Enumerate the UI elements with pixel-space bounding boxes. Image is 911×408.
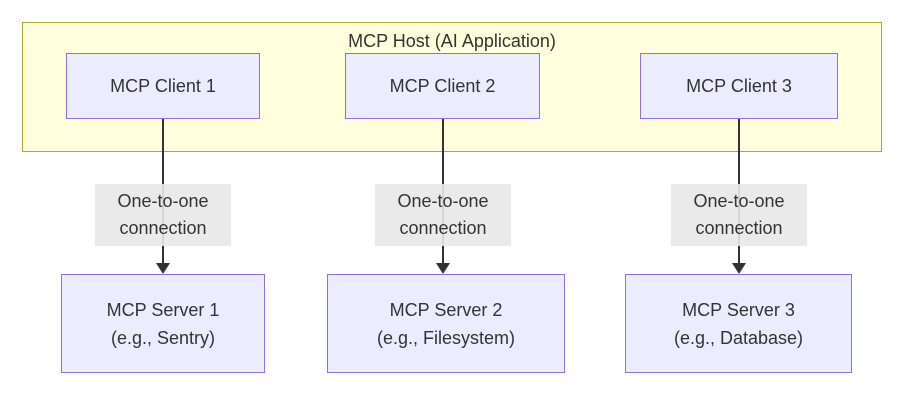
edge-label-line1: One-to-one <box>693 191 785 211</box>
edge-label-client1-server1: One-to-one connection <box>95 184 231 246</box>
node-mcp-server-1: MCP Server 1 (e.g., Sentry) <box>61 274 265 373</box>
node-mcp-client-3: MCP Client 3 <box>640 53 838 119</box>
node-mcp-client-2: MCP Client 2 <box>345 53 540 119</box>
node-mcp-server-2: MCP Server 2 (e.g., Filesystem) <box>327 274 565 373</box>
node-subtitle: (e.g., Filesystem) <box>376 327 516 348</box>
node-label: MCP Client 2 <box>389 76 496 96</box>
node-title: MCP Server 1 <box>106 299 220 320</box>
node-mcp-client-1: MCP Client 1 <box>66 53 260 119</box>
edge-label-line2: connection <box>399 218 487 238</box>
mcp-host-label: MCP Host (AI Application) <box>348 31 556 51</box>
edge-label-line2: connection <box>119 218 207 238</box>
node-subtitle: (e.g., Sentry) <box>110 327 216 348</box>
arrowhead-client2-server2 <box>436 263 450 274</box>
node-title: MCP Server 3 <box>682 299 795 320</box>
arrowhead-client3-server3 <box>732 263 746 274</box>
edge-label-line1: One-to-one <box>397 191 489 211</box>
node-label: MCP Client 3 <box>686 76 792 96</box>
edge-label-client2-server2: One-to-one connection <box>375 184 511 246</box>
node-mcp-server-3: MCP Server 3 (e.g., Database) <box>625 274 852 373</box>
edge-label-client3-server3: One-to-one connection <box>671 184 807 246</box>
arrowhead-client1-server1 <box>156 263 170 274</box>
node-subtitle: (e.g., Database) <box>673 327 804 348</box>
edge-label-line1: One-to-one <box>117 191 209 211</box>
edge-label-line2: connection <box>695 218 783 238</box>
node-title: MCP Server 2 <box>389 299 503 320</box>
node-label: MCP Client 1 <box>110 76 216 96</box>
